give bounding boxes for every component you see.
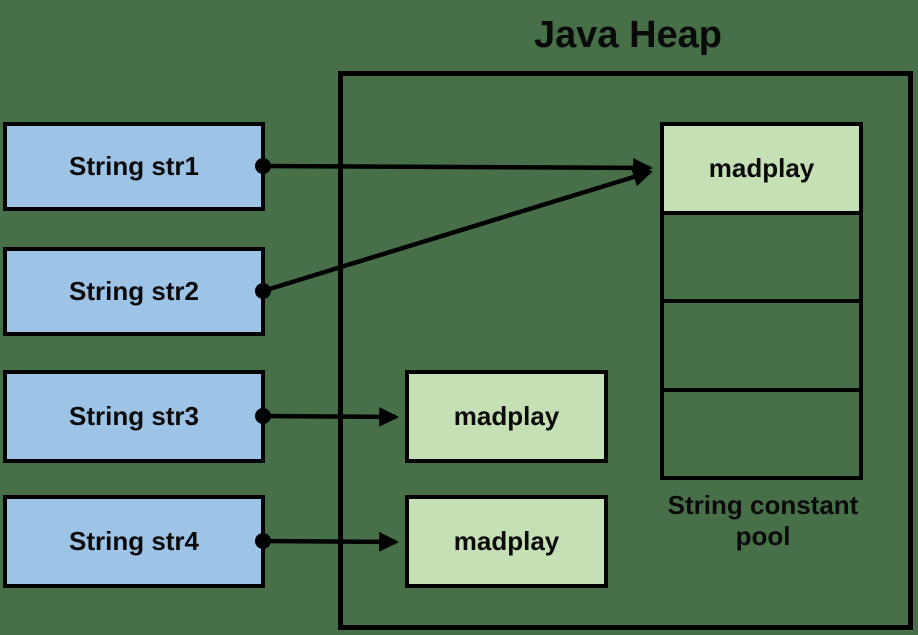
heap-object-label-1: madplay [453,401,560,431]
variable-box-str3: String str3 [3,370,265,463]
heap-object-madplay-2: madplay [405,495,608,588]
java-heap-boundary [338,71,913,630]
variable-box-str2: String str2 [3,247,265,336]
string-pool-empty-slot-2 [664,299,859,387]
string-constant-pool: madplay [660,122,863,480]
variable-box-str4: String str4 [3,495,265,588]
string-pool-empty-slot-3 [664,387,859,476]
string-constant-pool-label: String constant pool [667,490,859,551]
variable-label-str1: String str1 [68,151,200,181]
variable-box-str1: String str1 [3,122,265,211]
variable-label-str4: String str4 [68,526,200,556]
diagram-title: Java Heap [533,14,722,56]
pool-entry-label: madplay [708,153,815,183]
string-pool-entry-madplay: madplay [664,126,859,211]
heap-object-madplay-1: madplay [405,370,608,463]
string-pool-empty-slot-1 [664,211,859,299]
variable-label-str2: String str2 [68,276,200,306]
variable-label-str3: String str3 [68,401,200,431]
heap-object-label-2: madplay [453,526,560,556]
